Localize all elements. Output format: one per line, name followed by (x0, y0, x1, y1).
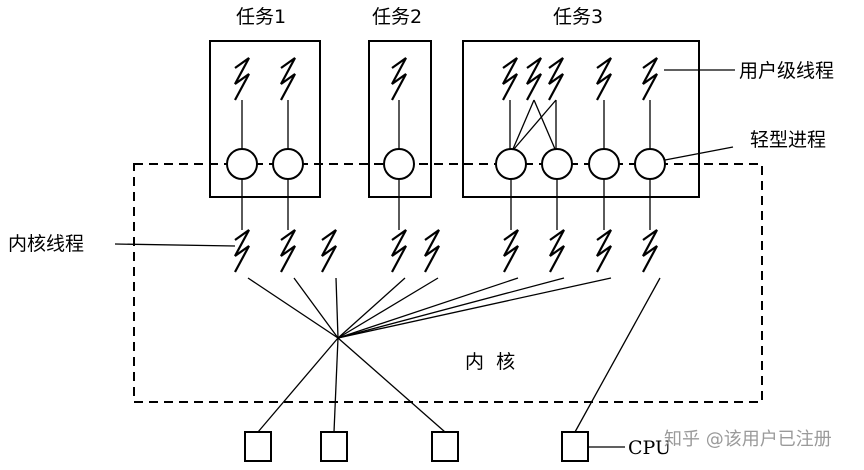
kernel-thread (642, 229, 658, 273)
user-thread-3d (596, 57, 612, 101)
kernel-thread-callout-line (114, 243, 236, 247)
kernel-thread (391, 229, 407, 273)
cpu-group (244, 431, 589, 462)
kernel-thread (503, 229, 519, 273)
task-2-label: 任务2 (372, 6, 422, 28)
user-to-lwp-links (241, 99, 651, 150)
user-thread-3a (502, 57, 518, 101)
cpu-box (244, 431, 272, 462)
kernel-label: 内 核 (465, 351, 515, 373)
user-thread-3c (548, 57, 564, 101)
task-3-box (462, 40, 700, 198)
kernel-thread (424, 229, 440, 273)
user-thread-label: 用户级线程 (739, 60, 834, 82)
cpu-box (561, 431, 589, 462)
kernel-thread-group (234, 229, 658, 273)
cpu-box (431, 431, 459, 462)
lwp-to-kernel-links (241, 179, 651, 230)
kernel-thread (321, 229, 337, 273)
lwp-circle (634, 148, 666, 180)
task-2-box (368, 40, 432, 198)
watermark-text: 知乎 @该用户已注册 (664, 429, 832, 450)
lwp-circle (272, 148, 304, 180)
kernel-thread (234, 229, 250, 273)
kernel-thread-label: 内核线程 (8, 233, 84, 255)
lwp-label: 轻型进程 (750, 129, 826, 151)
task-1-box (209, 40, 321, 198)
lwp-circle (226, 148, 258, 180)
cpu-box (320, 431, 348, 462)
cpu-label: CPU (628, 437, 671, 459)
kernel-thread (596, 229, 612, 273)
user-thread-group (234, 57, 658, 101)
lwp-circle (541, 148, 573, 180)
user-thread-3e (642, 57, 658, 101)
task-1-label: 任务1 (236, 6, 286, 28)
user-thread-1a (234, 57, 250, 101)
task-3-label: 任务3 (553, 6, 603, 28)
lwp-circle (495, 148, 527, 180)
user-thread-2a (391, 57, 407, 101)
lwp-callout-line (664, 146, 734, 161)
scheduler-lines (247, 277, 661, 433)
user-thread-1b (280, 57, 296, 101)
lwp-group (226, 148, 666, 180)
kernel-thread (549, 229, 565, 273)
kernel-region (133, 163, 763, 403)
user-thread-3b (526, 57, 542, 101)
lwp-circle (383, 148, 415, 180)
lwp-circle (588, 148, 620, 180)
kernel-thread (280, 229, 296, 273)
